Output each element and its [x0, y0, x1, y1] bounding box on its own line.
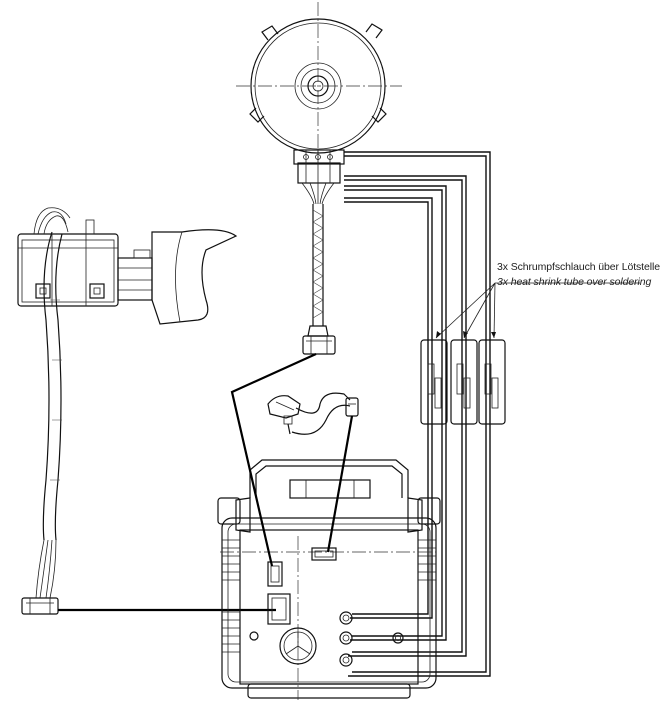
heat-shrink-note-en: 3x heat shrink tube over soldering [497, 276, 652, 288]
led-module-icon [267, 392, 359, 435]
trigger-switch-icon [17, 207, 238, 615]
motor-phase-wires [344, 151, 491, 677]
annotation-leader [435, 282, 640, 339]
heat-shrink-note-de: 3x Schrumpfschlauch über Lötstelle [497, 261, 660, 273]
heat-shrink-tube-icon [420, 339, 506, 425]
control-board-icon [217, 459, 441, 700]
led-cable [326, 415, 354, 553]
motor-icon [236, 2, 402, 355]
motor-sensor-cable [230, 352, 317, 567]
